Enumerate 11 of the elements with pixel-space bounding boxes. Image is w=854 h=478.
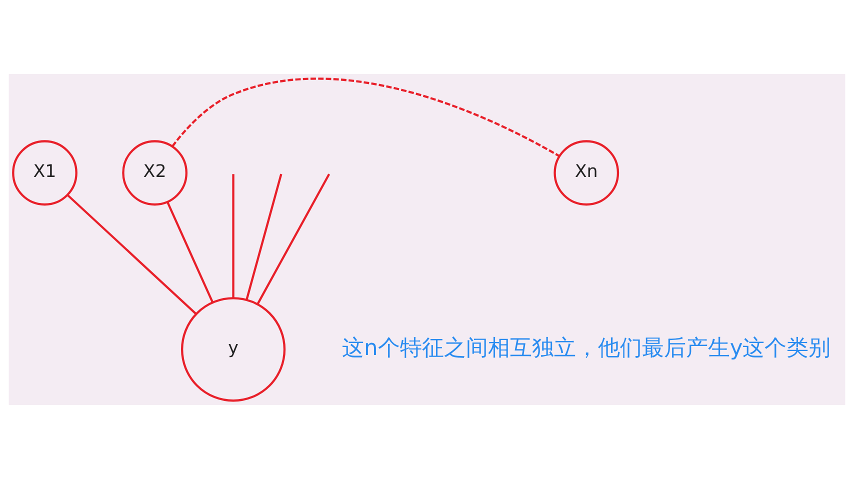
node-circle: y bbox=[180, 296, 286, 402]
connector bbox=[172, 77, 560, 156]
connector bbox=[256, 173, 330, 304]
node-circle: Xn bbox=[554, 140, 620, 206]
connector bbox=[66, 194, 197, 314]
connector bbox=[246, 173, 282, 300]
node-circle: X2 bbox=[122, 140, 188, 206]
connector bbox=[166, 201, 214, 302]
connector bbox=[232, 174, 234, 298]
label: 这n个特征之间相互独立，他们最后产生y这个类别 bbox=[342, 335, 831, 360]
node-circle: X1 bbox=[12, 140, 78, 206]
